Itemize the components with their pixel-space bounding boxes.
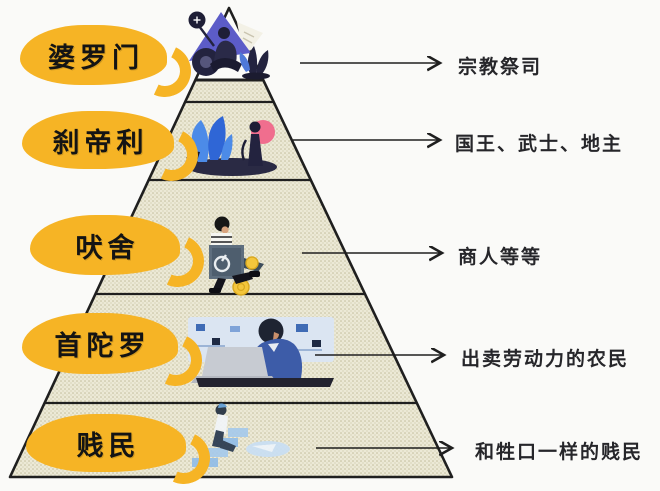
caste-description-kshatriya: 国王、武士、地主	[455, 133, 624, 155]
caste-bubble-label: 刹帝利	[52, 127, 149, 159]
arrow-icons	[293, 63, 452, 448]
caste-description-shudra: 出卖劳动力的农民	[461, 348, 630, 370]
caste-bubble-kshatriya: 刹帝利	[22, 111, 174, 169]
caste-bubble-dalit: 贱民	[26, 414, 186, 472]
kshatriya-illustration	[186, 116, 277, 176]
caste-bubble-shudra: 首陀罗	[22, 313, 178, 374]
shudra-worker-illustration	[188, 317, 334, 387]
caste-bubble-vaishya: 吠舍	[30, 215, 180, 275]
caste-bubble-label: 吠舍	[75, 232, 140, 264]
caste-description-dalit: 和牲口一样的贱民	[475, 441, 644, 463]
brahmin-priest-illustration	[188, 11, 270, 80]
caste-description-brahmin: 宗教祭司	[458, 56, 543, 78]
caste-description-vaishya: 商人等等	[458, 246, 543, 268]
caste-bubble-brahmin: 婆罗门	[20, 25, 167, 85]
caste-bubble-label: 首陀罗	[54, 331, 151, 362]
vaishya-merchant-illustration	[209, 216, 264, 296]
caste-bubble-label: 贱民	[76, 430, 141, 462]
caste-bubble-label: 婆罗门	[48, 42, 144, 74]
